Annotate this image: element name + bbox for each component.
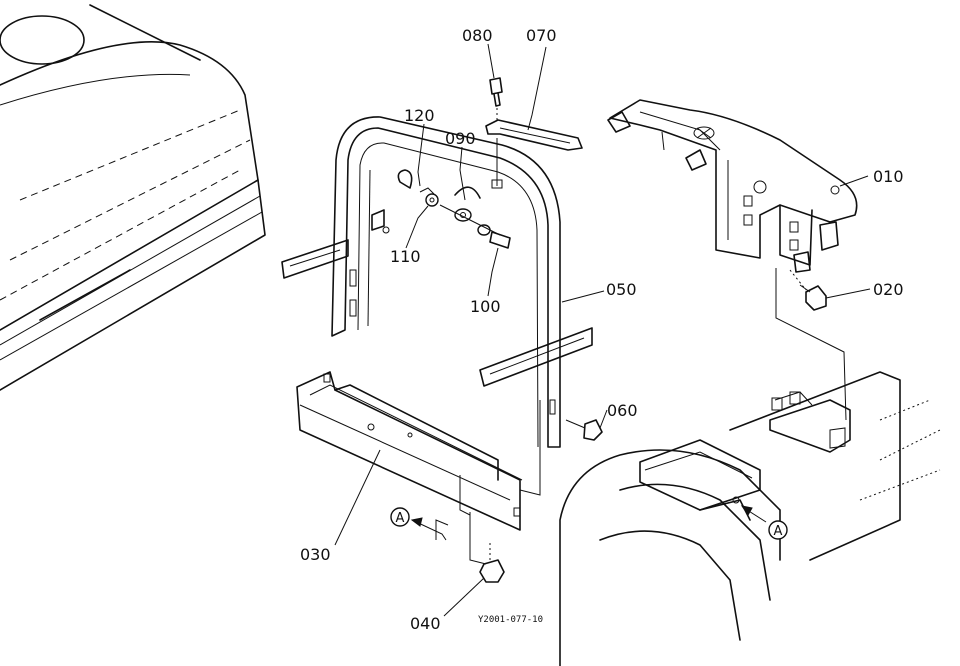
- bracket-010: [607, 99, 858, 273]
- part-label-060: 060: [607, 401, 638, 420]
- callout-right-text: A: [774, 524, 783, 539]
- callout-left-text: A: [396, 511, 405, 526]
- bolt-040: [479, 540, 505, 583]
- part-label-070: 070: [526, 26, 557, 45]
- leader-lines: [334, 43, 871, 617]
- part-label-100: 100: [470, 297, 501, 316]
- frame-050: [281, 116, 593, 448]
- part-label-080: 080: [462, 26, 493, 45]
- part-label-030: 030: [300, 545, 331, 564]
- part-label-010: 010: [873, 167, 904, 186]
- part-label-120: 120: [404, 106, 435, 125]
- part-label-050: 050: [606, 280, 637, 299]
- stay-070: [485, 119, 583, 189]
- bolt-060: [565, 419, 603, 441]
- part-label-110: 110: [390, 247, 421, 266]
- member-030: [296, 371, 523, 531]
- reference-code: Y2001-077-10: [478, 615, 543, 625]
- part-labels: 080 070 120 090 010 110 050 020 100 060 …: [300, 26, 904, 633]
- callout-right: A: [740, 505, 788, 540]
- assembly-guide-lines: [435, 268, 847, 565]
- bolt-080: [489, 77, 503, 120]
- part-label-020: 020: [873, 280, 904, 299]
- bolt-020: [789, 269, 827, 311]
- callout-left: A: [390, 507, 447, 541]
- hardware-group: [419, 186, 511, 249]
- hood-assembly: [0, 4, 266, 391]
- part-label-040: 040: [410, 614, 441, 633]
- transmission-housing: [559, 371, 941, 666]
- part-label-090: 090: [445, 129, 476, 148]
